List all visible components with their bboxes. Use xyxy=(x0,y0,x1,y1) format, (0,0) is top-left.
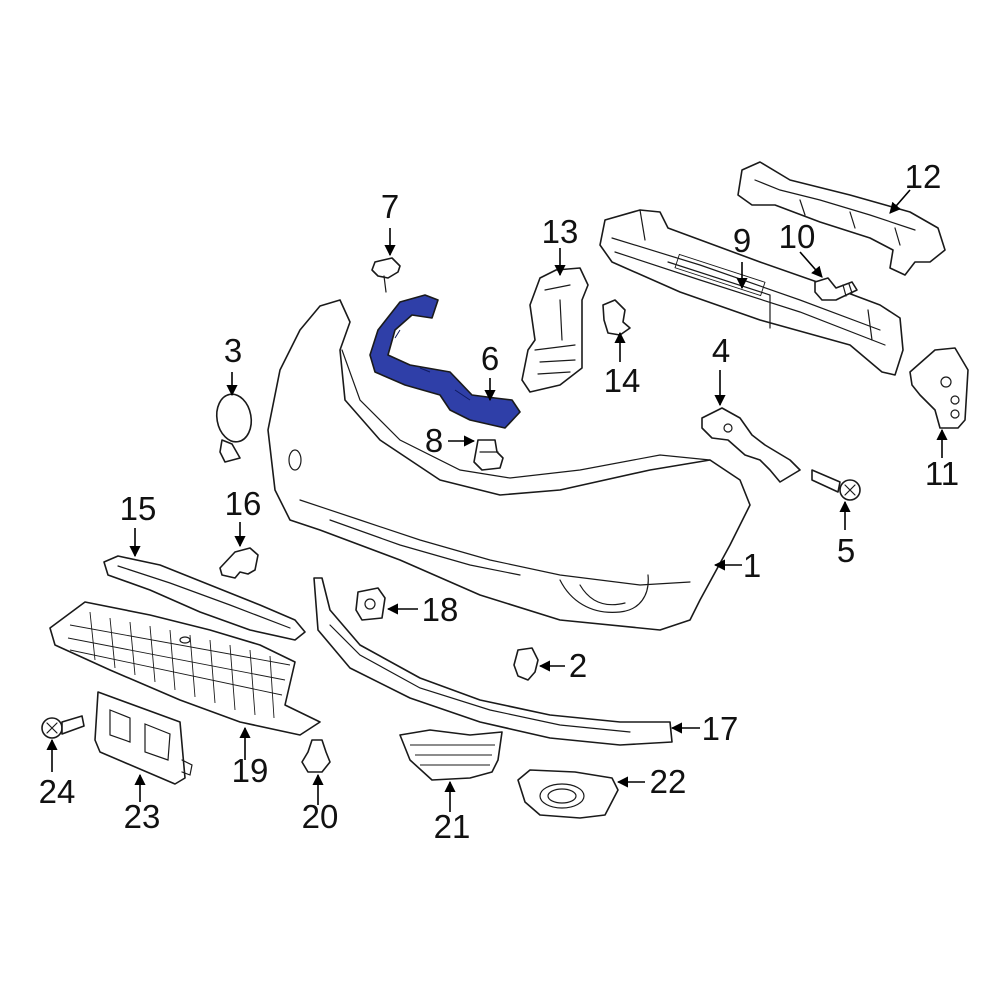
part-14-clip[interactable] xyxy=(602,299,631,336)
part-6-highlighted-bracket[interactable] xyxy=(369,294,521,429)
callout-8[interactable]: 8 xyxy=(425,422,443,459)
part-18-clip[interactable] xyxy=(355,587,386,621)
part-10-bolt[interactable] xyxy=(814,277,858,301)
part-17-lower-molding[interactable] xyxy=(313,577,673,746)
part-9-reinforcement-beam[interactable] xyxy=(599,209,904,376)
part-7-bolt[interactable] xyxy=(371,257,401,293)
part-4-bracket[interactable] xyxy=(701,407,801,483)
callout-20[interactable]: 20 xyxy=(302,798,339,835)
part-13-side-bracket[interactable] xyxy=(521,267,589,393)
callout-18[interactable]: 18 xyxy=(422,591,459,628)
callout-10[interactable]: 10 xyxy=(779,218,816,255)
part-12-absorber[interactable] xyxy=(737,161,946,276)
callout-21[interactable]: 21 xyxy=(434,808,471,845)
callout-19[interactable]: 19 xyxy=(232,752,269,789)
part-22-fog-bezel[interactable] xyxy=(517,769,619,819)
callout-17[interactable]: 17 xyxy=(702,710,739,747)
part-21-fog-cover[interactable] xyxy=(399,729,503,781)
callout-22[interactable]: 22 xyxy=(650,763,687,800)
part-8-nut[interactable] xyxy=(473,439,504,471)
callout-13[interactable]: 13 xyxy=(542,213,579,250)
part-15-grille-molding[interactable] xyxy=(103,555,306,641)
part-19-lower-grille[interactable] xyxy=(49,601,321,736)
part-11-bracket[interactable] xyxy=(909,347,969,429)
callout-3[interactable]: 3 xyxy=(224,332,242,369)
part-3-cap[interactable] xyxy=(213,391,255,463)
callout-lines xyxy=(46,189,948,812)
part-20-clip[interactable] xyxy=(301,739,331,773)
callout-12[interactable]: 12 xyxy=(905,158,942,195)
callout-23[interactable]: 23 xyxy=(124,798,161,835)
callout-11[interactable]: 11 xyxy=(925,455,959,492)
part-1-bumper-cover[interactable] xyxy=(267,299,751,631)
callout-6[interactable]: 6 xyxy=(481,340,499,377)
callout-4[interactable]: 4 xyxy=(712,332,730,369)
callout-14[interactable]: 14 xyxy=(604,362,641,399)
part-5-screw[interactable] xyxy=(811,469,861,501)
callout-24[interactable]: 24 xyxy=(39,773,76,810)
part-2-clip[interactable] xyxy=(513,647,539,681)
callout-1[interactable]: 1 xyxy=(743,547,761,584)
part-16-clip[interactable] xyxy=(219,547,259,579)
callout-16[interactable]: 16 xyxy=(225,485,262,522)
callout-9[interactable]: 9 xyxy=(733,222,751,259)
callout-5[interactable]: 5 xyxy=(837,532,855,569)
callout-numbers: 1 2 3 4 5 6 7 8 9 10 11 12 13 14 15 16 1… xyxy=(39,158,959,845)
callout-15[interactable]: 15 xyxy=(120,490,157,527)
callout-2[interactable]: 2 xyxy=(569,647,587,684)
callout-7[interactable]: 7 xyxy=(381,188,399,225)
part-23-license-bracket[interactable] xyxy=(94,691,193,785)
part-24-screw[interactable] xyxy=(41,715,85,739)
